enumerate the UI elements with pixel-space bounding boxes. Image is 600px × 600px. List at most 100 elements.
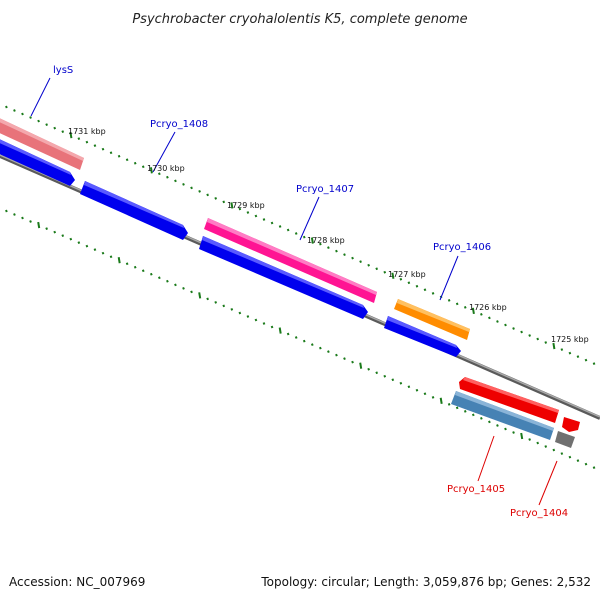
scale-tick-minor bbox=[45, 227, 48, 230]
scale-tick-minor bbox=[174, 179, 177, 183]
scale-tick-minor bbox=[254, 214, 258, 218]
scale-tick-minor bbox=[5, 209, 8, 213]
scale-tick-minor bbox=[496, 424, 499, 427]
scale-label: 1726 kbp bbox=[469, 303, 507, 312]
scale-tick-minor bbox=[455, 406, 459, 410]
gene-label-pcryo-1404[interactable]: Pcryo_1404 bbox=[510, 508, 568, 519]
scale-tick-minor bbox=[125, 158, 129, 162]
gene-label-pcryo-1407[interactable]: Pcryo_1407 bbox=[296, 184, 354, 195]
scale-tick-minor bbox=[319, 242, 322, 246]
gene-pcryo-1407[interactable] bbox=[204, 218, 377, 303]
gene-pcryo-1408[interactable] bbox=[80, 181, 188, 240]
scale-tick-minor bbox=[560, 452, 564, 455]
scale-tick-minor bbox=[214, 197, 218, 200]
scale-tick-minor bbox=[528, 334, 531, 337]
gene-label-pcryo-1406[interactable]: Pcryo_1406 bbox=[433, 242, 491, 253]
scale-tick-minor bbox=[351, 360, 354, 364]
scale-tick-minor bbox=[158, 172, 161, 176]
scale-tick-minor bbox=[343, 253, 346, 257]
gene-pcryo-1405[interactable] bbox=[459, 377, 559, 423]
scale-tick-minor bbox=[447, 298, 451, 302]
gene-cds-1[interactable] bbox=[0, 137, 75, 186]
scale-tick-major bbox=[149, 167, 153, 174]
scale-tick-minor bbox=[29, 220, 32, 223]
scale-tick-minor bbox=[359, 260, 362, 264]
scale-tick-minor bbox=[319, 346, 322, 350]
scale-tick-minor bbox=[544, 341, 548, 344]
gene-lysS[interactable] bbox=[0, 116, 84, 170]
scale-tick-minor bbox=[584, 358, 588, 362]
scale-ticks-outer bbox=[5, 105, 596, 365]
scale-tick-minor bbox=[190, 186, 193, 190]
gene-pseudo-grey[interactable] bbox=[555, 431, 575, 448]
scale-tick-minor bbox=[158, 276, 161, 280]
scale-tick-minor bbox=[367, 367, 370, 371]
scale-tick-minor bbox=[149, 272, 153, 276]
scale-tick-minor bbox=[343, 357, 346, 361]
scale-tick-minor bbox=[141, 269, 145, 273]
scale-tick-minor bbox=[286, 228, 290, 232]
gene-label-pcryo-1405[interactable]: Pcryo_1405 bbox=[447, 484, 505, 495]
scale-tick-minor bbox=[246, 315, 250, 318]
scale-tick-minor bbox=[576, 355, 580, 358]
scale-tick-minor bbox=[294, 232, 298, 235]
scale-tick-minor bbox=[415, 284, 419, 288]
scale-tick-minor bbox=[190, 290, 193, 294]
scale-tick-minor bbox=[407, 281, 411, 285]
gene-cds-3[interactable] bbox=[199, 236, 368, 319]
scale-tick-minor bbox=[13, 213, 16, 216]
gene-label-pcryo-1408[interactable]: Pcryo_1408 bbox=[150, 119, 208, 130]
gene-label-lysS[interactable]: lysS bbox=[53, 65, 73, 76]
scale-tick-minor bbox=[536, 441, 540, 445]
scale-tick-minor bbox=[262, 218, 266, 221]
scale-tick-minor bbox=[37, 119, 40, 123]
scale-tick-minor bbox=[592, 466, 596, 469]
scale-tick-minor bbox=[407, 385, 411, 389]
gene-other-blue[interactable] bbox=[451, 391, 554, 440]
label-leaders-red bbox=[477, 435, 558, 506]
scale-tick-minor bbox=[109, 255, 113, 259]
scale-tick-minor bbox=[198, 189, 201, 193]
scale-tick-minor bbox=[238, 207, 242, 211]
scale-tick-minor bbox=[85, 140, 89, 144]
scale-tick-major bbox=[278, 327, 282, 334]
scale-tick-minor bbox=[174, 283, 177, 287]
scale-tick-minor bbox=[520, 330, 523, 334]
scale-tick-minor bbox=[375, 371, 379, 375]
genome-summary-text: Topology: circular; Length: 3,059,876 bp… bbox=[260, 575, 591, 589]
scale-tick-minor bbox=[222, 304, 226, 308]
scale-tick-minor bbox=[568, 455, 572, 459]
scale-tick-minor bbox=[101, 251, 105, 255]
scale-tick-minor bbox=[463, 306, 467, 309]
scale-tick-major bbox=[117, 257, 121, 264]
scale-tick-minor bbox=[21, 112, 24, 116]
scale-tick-minor bbox=[560, 348, 564, 351]
scale-tick-minor bbox=[246, 211, 250, 214]
scale-tick-minor bbox=[109, 151, 113, 155]
scale-tick-minor bbox=[77, 137, 81, 141]
scale-tick-minor bbox=[206, 297, 209, 301]
accession-text: Accession: NC_007969 bbox=[9, 575, 145, 589]
scale-tick-major bbox=[198, 292, 202, 299]
scale-tick-minor bbox=[544, 445, 548, 448]
scale-tick-minor bbox=[21, 216, 24, 220]
scale-tick-minor bbox=[53, 126, 57, 130]
scale-tick-minor bbox=[254, 318, 258, 322]
scale-tick-minor bbox=[431, 395, 435, 399]
scale-tick-major bbox=[439, 397, 443, 404]
scale-tick-major bbox=[552, 342, 556, 350]
scale-tick-minor bbox=[182, 182, 185, 186]
scale-tick-major bbox=[471, 307, 475, 315]
scale-tick-minor bbox=[383, 374, 387, 378]
gene-cds-4[interactable] bbox=[384, 316, 461, 357]
scale-tick-minor bbox=[85, 244, 89, 248]
gene-pcryo-1406[interactable] bbox=[394, 299, 470, 340]
scale-tick-minor bbox=[117, 154, 121, 158]
scale-tick-minor bbox=[166, 175, 169, 179]
scale-tick-minor bbox=[294, 336, 298, 339]
gene-misc-red[interactable] bbox=[562, 417, 580, 432]
scale-tick-minor bbox=[351, 256, 354, 260]
scale-tick-major bbox=[520, 432, 524, 440]
scale-tick-minor bbox=[302, 339, 306, 343]
